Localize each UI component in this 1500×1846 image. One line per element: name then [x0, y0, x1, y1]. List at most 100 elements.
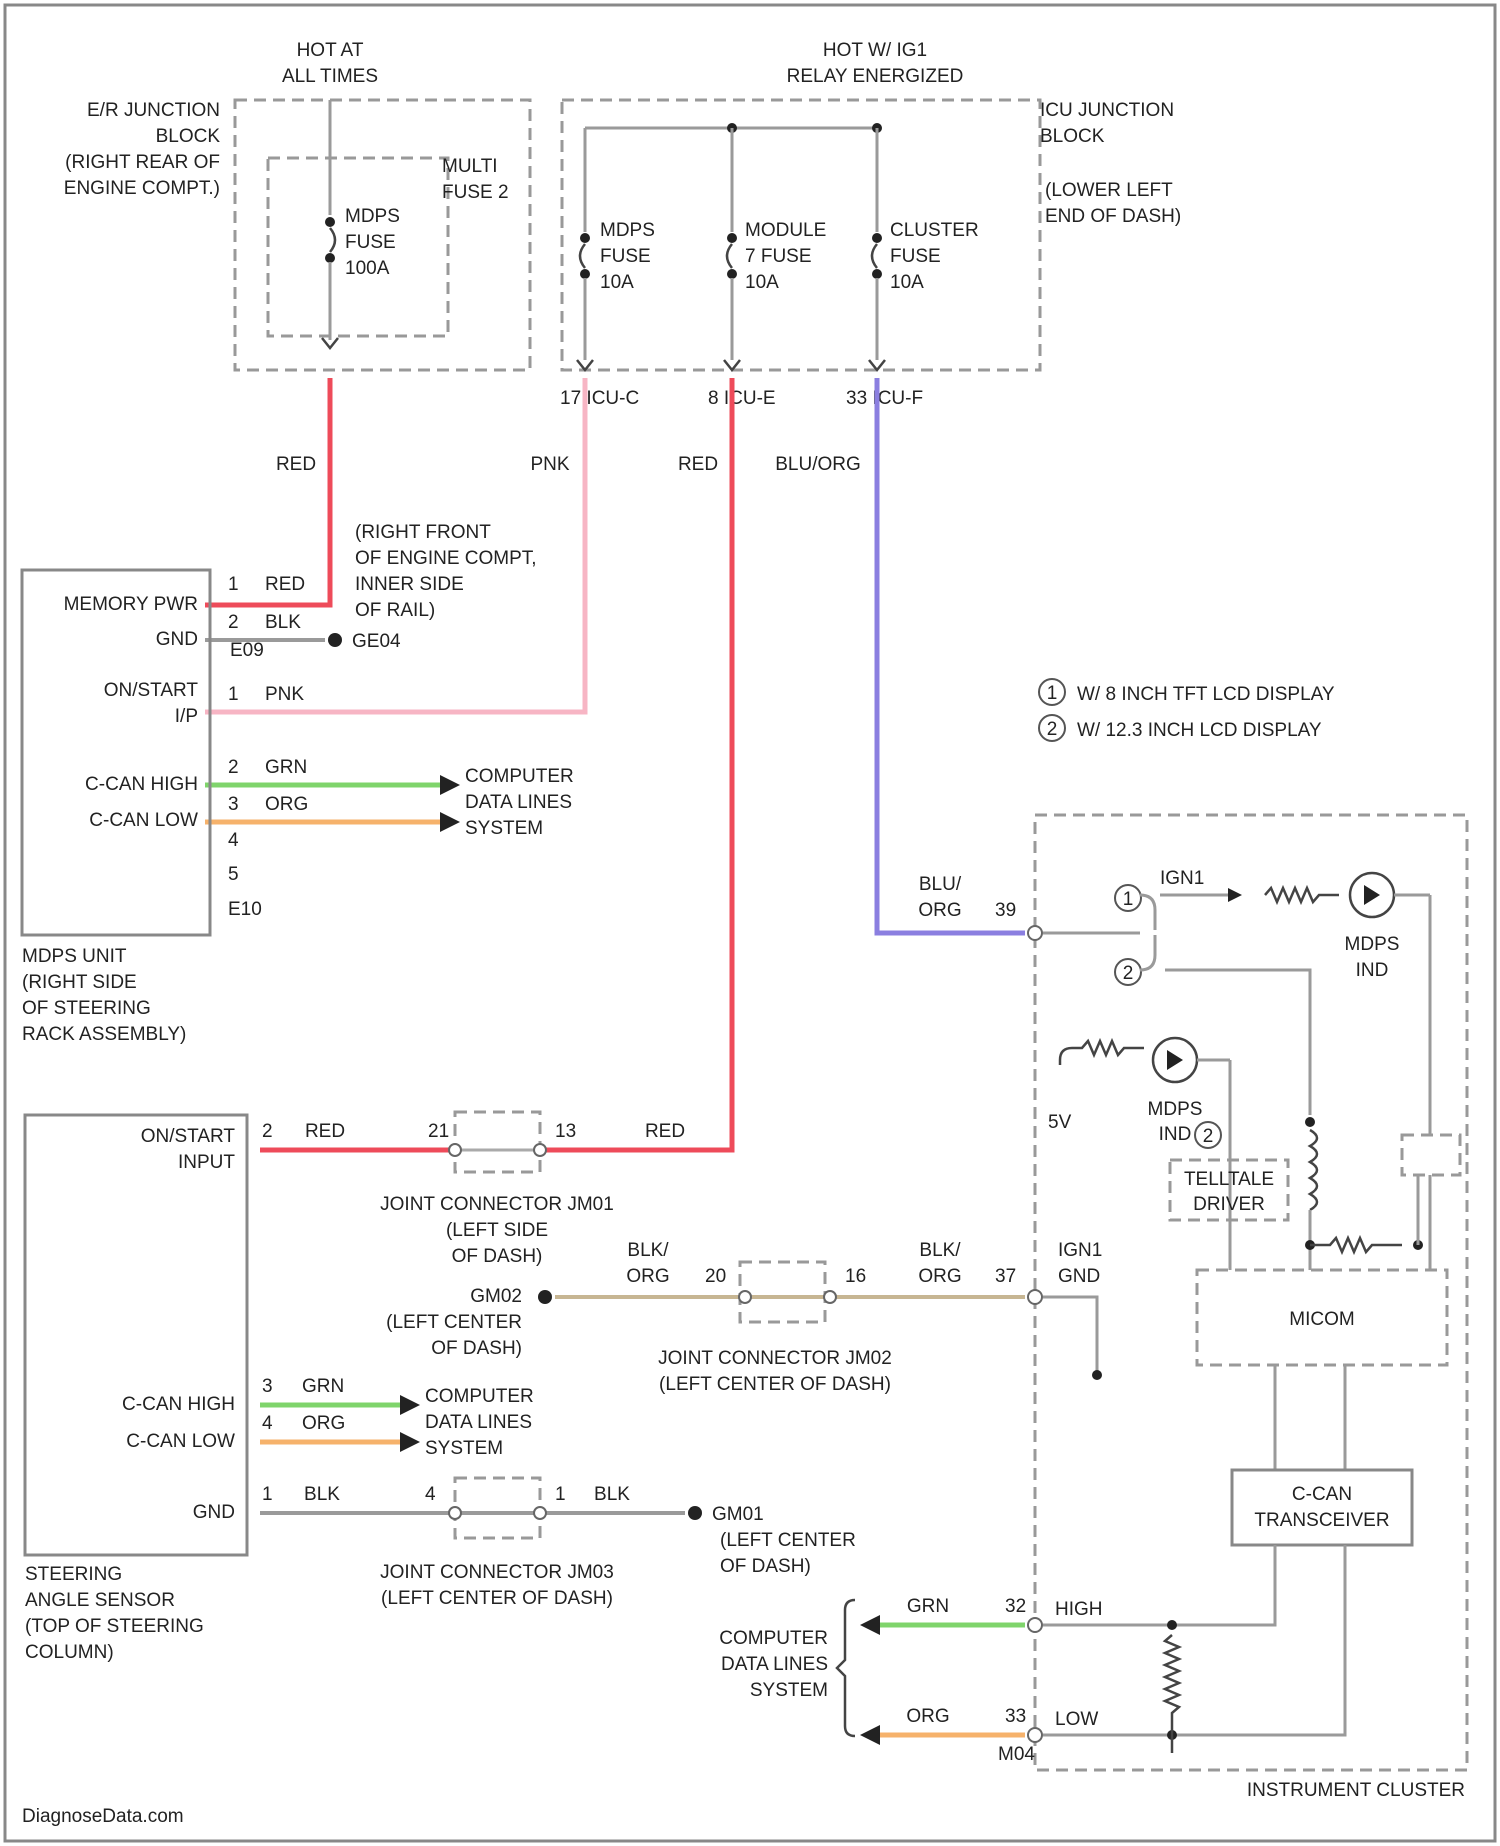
variant-1-num: 1 [1123, 889, 1134, 910]
fuse-terminal-icon [872, 233, 882, 243]
mdps-unit-label-4: RACK ASSEMBLY) [22, 1024, 186, 1045]
mdps-pin-3: 3 [228, 794, 239, 815]
legend-text-2: W/ 12.3 INCH LCD DISPLAY [1077, 720, 1322, 741]
legend-num-1: 1 [1047, 683, 1058, 704]
jm02-label-1: JOINT CONNECTOR JM02 [658, 1348, 892, 1369]
variant-2-num: 2 [1123, 963, 1134, 984]
cluster-high-label: HIGH [1055, 1599, 1103, 1620]
cluster-ign-label: IGN1 [1160, 868, 1204, 889]
ground-note-3: INNER SIDE [355, 574, 464, 595]
multi-fuse-label-2: FUSE 2 [442, 182, 509, 203]
wire-label-grn: GRN [907, 1596, 949, 1617]
sas-row-input: INPUT [178, 1152, 235, 1173]
wire-label-blk-org-1: BLK/ [627, 1240, 669, 1261]
ground-note-2: OF ENGINE COMPT, [355, 548, 537, 569]
mdps-ind-top-1: MDPS [1345, 934, 1400, 955]
cluster-pin-37: 37 [995, 1266, 1016, 1287]
mdps-ind-bottom-1: MDPS [1148, 1099, 1203, 1120]
wire-label-blu-org: BLU/ORG [775, 454, 861, 475]
gm01-note-2: OF DASH) [720, 1556, 811, 1577]
mdps-row-gnd: GND [156, 629, 198, 650]
sas-label-4: COLUMN) [25, 1642, 114, 1663]
ground-note-4: OF RAIL) [355, 600, 435, 621]
connector-pin-icon [449, 1507, 461, 1519]
mdps-row-can-high: C-CAN HIGH [85, 774, 198, 795]
icu-fuse2-label-2: 7 FUSE [745, 246, 812, 267]
sas-row-on-start: ON/START [141, 1126, 236, 1147]
icu-fuse3-label-2: FUSE [890, 246, 941, 267]
jm03-label-1: JOINT CONNECTOR JM03 [380, 1562, 614, 1583]
splice-icon [1305, 1117, 1315, 1127]
connector-pin-icon [534, 1507, 546, 1519]
splice-icon [1167, 1620, 1177, 1630]
fuse-terminal-icon [325, 217, 335, 227]
sas-label-1: STEERING [25, 1564, 122, 1585]
wire-label-pnk: PNK [530, 454, 569, 475]
computer-data-2-line1: COMPUTER [425, 1386, 534, 1407]
cluster-low-label: LOW [1055, 1709, 1098, 1730]
mdps-pin-color-org: ORG [265, 794, 308, 815]
mdps-pin-color-blk: BLK [265, 612, 301, 633]
computer-data-1-line3: SYSTEM [465, 818, 543, 839]
wire-label-blu: BLU/ [919, 874, 962, 895]
connector-pin-icon [1028, 926, 1042, 940]
gm02-note-1: (LEFT CENTER [386, 1312, 522, 1333]
jm01-pin-13: 13 [555, 1121, 576, 1142]
cluster-pin-33: 33 [1005, 1706, 1026, 1727]
connector-pin-icon [449, 1144, 461, 1156]
connector-pin-icon [739, 1291, 751, 1303]
gm01-note-1: (LEFT CENTER [720, 1530, 856, 1551]
sas-pin-2: 2 [262, 1121, 273, 1142]
hot-always-line2: ALL TIMES [282, 66, 378, 87]
mdps-ind-bottom-2: IND [1159, 1124, 1192, 1145]
hot-always-line1: HOT AT [297, 40, 364, 61]
icu-connector-e: 8 ICU-E [708, 388, 776, 409]
mdps-connector-e10: E10 [228, 899, 262, 920]
jm03-pin-1: 1 [555, 1484, 566, 1505]
mdps-ground-ge04: GE04 [352, 631, 401, 652]
icu-connector-c: 17 ICU-C [560, 388, 639, 409]
sas-label-2: ANGLE SENSOR [25, 1590, 175, 1611]
sas-row-can-low: C-CAN LOW [126, 1431, 235, 1452]
ground-icon [1092, 1370, 1102, 1380]
transceiver-label-2: TRANSCEIVER [1254, 1510, 1389, 1531]
jm02-pin-16: 16 [845, 1266, 866, 1287]
fuse-terminal-icon [580, 269, 590, 279]
sas-pin-1: 1 [262, 1484, 273, 1505]
ground-icon [328, 633, 342, 647]
multi-fuse-label-1: MULTI [442, 156, 498, 177]
er-fuse-label-2: FUSE [345, 232, 396, 253]
wire-label-blk-1: BLK [304, 1484, 340, 1505]
er-block-label-2: BLOCK [156, 126, 221, 147]
mdps-pin-5: 5 [228, 864, 239, 885]
mdps-pin-color-red: RED [265, 574, 305, 595]
mdps-unit-label-3: OF STEERING [22, 998, 151, 1019]
transceiver-label-1: C-CAN [1292, 1484, 1352, 1505]
wire-label-red-2: RED [678, 454, 718, 475]
er-block-label-3: (RIGHT REAR OF [65, 152, 220, 173]
cluster-pin-32: 32 [1005, 1596, 1026, 1617]
icu-fuse2-label-1: MODULE [745, 220, 826, 241]
connector-pin-icon [1028, 1618, 1042, 1632]
gm02-name: GM02 [470, 1286, 522, 1307]
sas-pin-3: 3 [262, 1376, 273, 1397]
icu-fuse1-label-1: MDPS [600, 220, 655, 241]
er-fuse-label-3: 100A [345, 258, 390, 279]
sas-label-3: (TOP OF STEERING [25, 1616, 204, 1637]
er-block-label-1: E/R JUNCTION [87, 100, 220, 121]
cluster-gnd-label-2: GND [1058, 1266, 1100, 1287]
legend-text-1: W/ 8 INCH TFT LCD DISPLAY [1077, 684, 1335, 705]
icu-fuse3-label-1: CLUSTER [890, 220, 979, 241]
ground-note-1: (RIGHT FRONT [355, 522, 491, 543]
mdps-ind-top-2: IND [1356, 960, 1389, 981]
mdps-pin-2b: 2 [228, 757, 239, 778]
telltale-label-2: DRIVER [1193, 1194, 1265, 1215]
mdps-pin-4: 4 [228, 830, 239, 851]
wire-label-org-c: ORG [906, 1706, 949, 1727]
mdps-pin-color-pnk: PNK [265, 684, 304, 705]
micom-label: MICOM [1289, 1309, 1354, 1330]
icu-fuse2-label-3: 10A [745, 272, 779, 293]
mdps-pin-color-grn: GRN [265, 757, 307, 778]
mdps-connector-e09: E09 [230, 640, 264, 661]
sas-row-can-high: C-CAN HIGH [122, 1394, 235, 1415]
